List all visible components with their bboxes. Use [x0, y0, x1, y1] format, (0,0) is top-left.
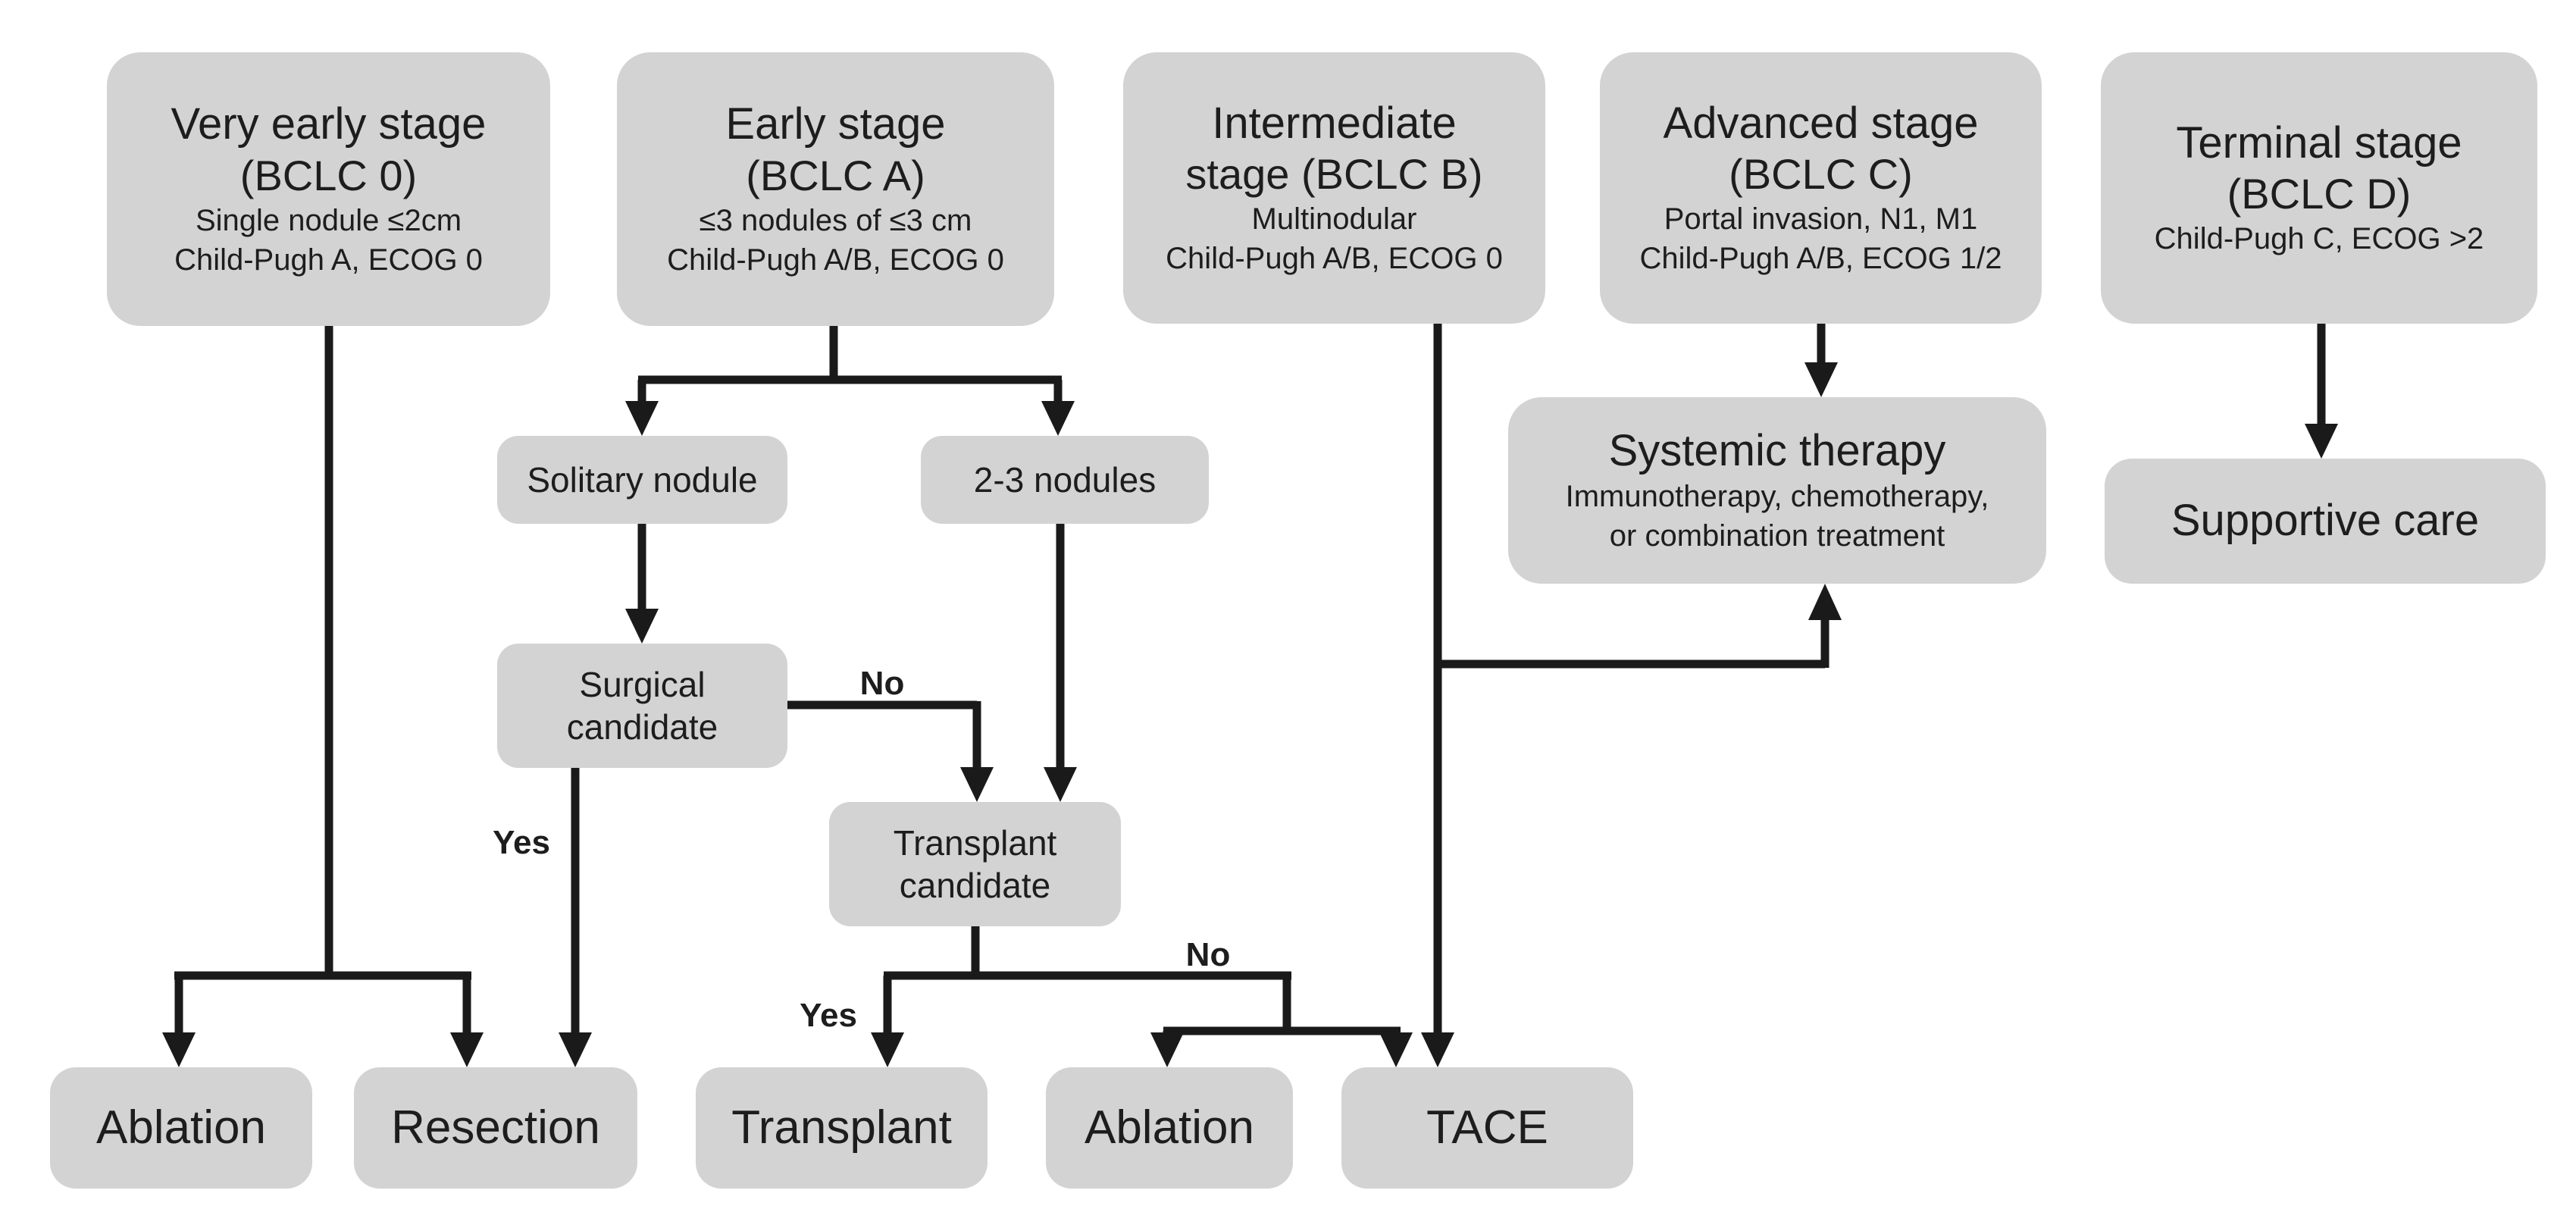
node-subtitle-line: ≤3 nodules of ≤3 cm [699, 203, 972, 237]
edge-very-early-split [174, 326, 471, 1035]
edge-transplant-candidate-split [883, 926, 1401, 1035]
arrowhead-advanced-to-systemic [1804, 362, 1838, 397]
node-subtitle-line: Child-Pugh A/B, ECOG 0 [1166, 242, 1503, 276]
edge-surgical-no [787, 700, 981, 770]
arrowhead-intermediate-to-tace [1421, 1032, 1454, 1067]
node-title-line: Intermediate [1212, 98, 1457, 148]
node-subtitle-line: Immunotherapy, chemotherapy, [1565, 480, 1989, 514]
node-terminal-stage: Terminal stage (BCLC D) Child-Pugh C, EC… [2101, 52, 2537, 324]
node-transplant: Transplant [696, 1067, 988, 1189]
node-systemic-therapy: Systemic therapy Immunotherapy, chemothe… [1508, 397, 2046, 584]
arrowhead-no-to-transplant-candidate [960, 767, 994, 802]
arrowhead-yes-to-resection [559, 1032, 592, 1067]
node-title-line: stage (BCLC B) [1185, 150, 1483, 199]
node-subtitle-line: Child-Pugh C, ECOG >2 [2154, 222, 2484, 256]
node-label-line: Transplant [893, 822, 1057, 863]
node-title-line: (BCLC D) [2227, 170, 2412, 218]
arrowhead-nodules-to-transplant-candidate [1044, 767, 1077, 802]
node-transplant-candidate: Transplant candidate [829, 802, 1121, 926]
arrowhead-no-to-ablation-right [1150, 1032, 1184, 1067]
node-subtitle-line: Child-Pugh A, ECOG 0 [174, 243, 483, 277]
arrowhead-terminal-to-supportive [2305, 424, 2338, 459]
node-title-line: (BCLC A) [746, 151, 925, 199]
node-label-line: candidate [899, 866, 1051, 905]
node-title-line: (BCLC C) [1729, 150, 1913, 199]
node-subtitle-line: Child-Pugh A/B, ECOG 0 [667, 243, 1004, 277]
node-intermediate-stage: Intermediate stage (BCLC B) Multinodular… [1123, 52, 1545, 324]
node-title-line: (BCLC 0) [239, 151, 418, 199]
node-label: Ablation [95, 1101, 267, 1154]
node-label: Resection [391, 1101, 600, 1154]
arrowhead-to-nodules [1041, 401, 1075, 436]
node-solitary-nodule: Solitary nodule [497, 436, 787, 524]
node-label-line: candidate [566, 707, 718, 747]
node-subtitle-line: Portal invasion, N1, M1 [1664, 202, 1978, 237]
node-label: 2-3 nodules [973, 459, 1157, 500]
node-very-early-stage: Very early stage (BCLC 0) Single nodule … [107, 52, 550, 326]
node-surgical-candidate: Surgical candidate [497, 644, 787, 768]
node-subtitle-line: Single nodule ≤2cm [195, 203, 462, 237]
node-2-3-nodules: 2-3 nodules [921, 436, 1209, 524]
node-subtitle-line: or combination treatment [1609, 519, 1945, 553]
node-label: Transplant [731, 1101, 952, 1154]
arrowhead-no-to-tace [1379, 1032, 1413, 1067]
node-ablation-right: Ablation [1046, 1067, 1293, 1189]
node-title-line: Systemic therapy [1608, 425, 1946, 475]
edge-label-surgical-no: No [859, 665, 905, 702]
node-title-line: Very early stage [171, 99, 487, 149]
node-ablation-left: Ablation [50, 1067, 312, 1189]
node-resection: Resection [354, 1067, 637, 1189]
node-title-line: Early stage [725, 99, 946, 149]
arrowhead-to-resection-left [450, 1032, 484, 1067]
edge-label-transplant-yes: Yes [800, 997, 857, 1034]
node-subtitle-line: Multinodular [1251, 202, 1417, 237]
arrowhead-to-ablation-left [162, 1032, 196, 1067]
edge-intermediate-to-systemic [1438, 617, 1829, 669]
arrowhead-up-to-systemic [1808, 584, 1842, 620]
node-label: TACE [1426, 1101, 1548, 1154]
edge-label-surgical-yes: Yes [493, 824, 550, 861]
node-subtitle-line: Child-Pugh A/B, ECOG 1/2 [1639, 242, 2002, 276]
node-label: Ablation [1084, 1101, 1255, 1154]
arrowhead-yes-to-transplant [871, 1032, 904, 1067]
edge-early-split [637, 326, 1063, 404]
node-early-stage: Early stage (BCLC A) ≤3 nodules of ≤3 cm… [617, 52, 1054, 326]
edge-label-transplant-no: No [1185, 936, 1231, 973]
node-title-line: Terminal stage [2176, 117, 2462, 168]
node-title-line: Advanced stage [1663, 98, 1979, 148]
node-label-line: Surgical [579, 664, 706, 704]
node-label: Supportive care [2171, 496, 2480, 546]
node-label: Solitary nodule [527, 459, 758, 500]
arrowhead-to-surgical [625, 609, 659, 644]
node-supportive-care: Supportive care [2105, 459, 2546, 584]
node-tace: TACE [1341, 1067, 1633, 1189]
node-advanced-stage: Advanced stage (BCLC C) Portal invasion,… [1600, 52, 2042, 324]
arrowhead-to-solitary [625, 401, 659, 436]
